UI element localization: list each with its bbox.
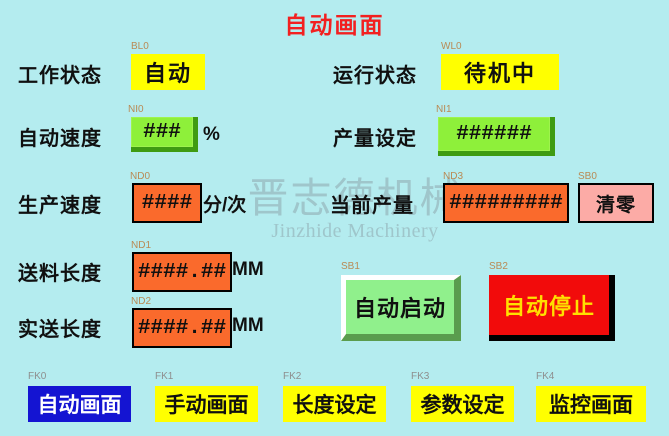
field-run-status[interactable]: 待机中 bbox=[441, 54, 559, 90]
tag-bl0: BL0 bbox=[131, 41, 149, 52]
tag-wl0: WL0 bbox=[441, 41, 462, 52]
auto-start-button[interactable]: 自动启动 bbox=[341, 275, 461, 341]
field-output-setting[interactable]: ###### bbox=[438, 117, 555, 156]
label-auto-speed: 自动速度 bbox=[18, 128, 102, 150]
unit-auto-speed: % bbox=[203, 124, 220, 145]
unit-feed-length: MM bbox=[232, 259, 264, 280]
fkey-manual-screen[interactable]: 手动画面 bbox=[155, 386, 258, 422]
unit-production-speed: 分/次 bbox=[203, 195, 247, 216]
tag-sb1: SB1 bbox=[341, 261, 360, 272]
tag-nd0: ND0 bbox=[130, 171, 151, 182]
tag-fk4: FK4 bbox=[536, 371, 555, 382]
watermark-en: Jinzhide Machinery bbox=[271, 220, 439, 242]
fkey-parameter-setting[interactable]: 参数设定 bbox=[411, 386, 514, 422]
fkey-auto-screen[interactable]: 自动画面 bbox=[28, 386, 131, 422]
clear-button[interactable]: 清零 bbox=[578, 183, 654, 223]
tag-sb0: SB0 bbox=[578, 171, 597, 182]
field-current-output[interactable]: ######### bbox=[443, 183, 569, 223]
label-actual-length: 实送长度 bbox=[18, 319, 102, 341]
field-actual-length[interactable]: ####.## bbox=[132, 308, 232, 348]
tag-nd2: ND2 bbox=[131, 296, 152, 307]
field-production-speed[interactable]: #### bbox=[132, 183, 202, 223]
tag-fk3: FK3 bbox=[411, 371, 430, 382]
label-feed-length: 送料长度 bbox=[18, 263, 102, 285]
tag-fk1: FK1 bbox=[155, 371, 174, 382]
unit-actual-length: MM bbox=[232, 315, 264, 336]
tag-ni1: NI1 bbox=[436, 104, 452, 115]
label-current-output: 当前产量 bbox=[330, 195, 414, 217]
field-feed-length[interactable]: ####.## bbox=[132, 252, 232, 292]
page-title: 自动画面 bbox=[284, 12, 385, 38]
label-production-speed: 生产速度 bbox=[18, 195, 102, 217]
tag-fk2: FK2 bbox=[283, 371, 302, 382]
fkey-monitor-screen[interactable]: 监控画面 bbox=[536, 386, 646, 422]
tag-nd3: ND3 bbox=[443, 171, 464, 182]
field-work-status[interactable]: 自动 bbox=[131, 54, 205, 90]
auto-stop-button[interactable]: 自动停止 bbox=[489, 275, 615, 341]
label-work-status: 工作状态 bbox=[18, 65, 102, 87]
label-run-status: 运行状态 bbox=[333, 65, 417, 87]
fkey-length-setting[interactable]: 长度设定 bbox=[283, 386, 386, 422]
field-auto-speed[interactable]: ### bbox=[131, 117, 198, 152]
tag-sb2: SB2 bbox=[489, 261, 508, 272]
tag-ni0: NI0 bbox=[128, 104, 144, 115]
tag-fk0: FK0 bbox=[28, 371, 47, 382]
tag-nd1: ND1 bbox=[131, 240, 152, 251]
label-output-setting: 产量设定 bbox=[333, 128, 417, 150]
